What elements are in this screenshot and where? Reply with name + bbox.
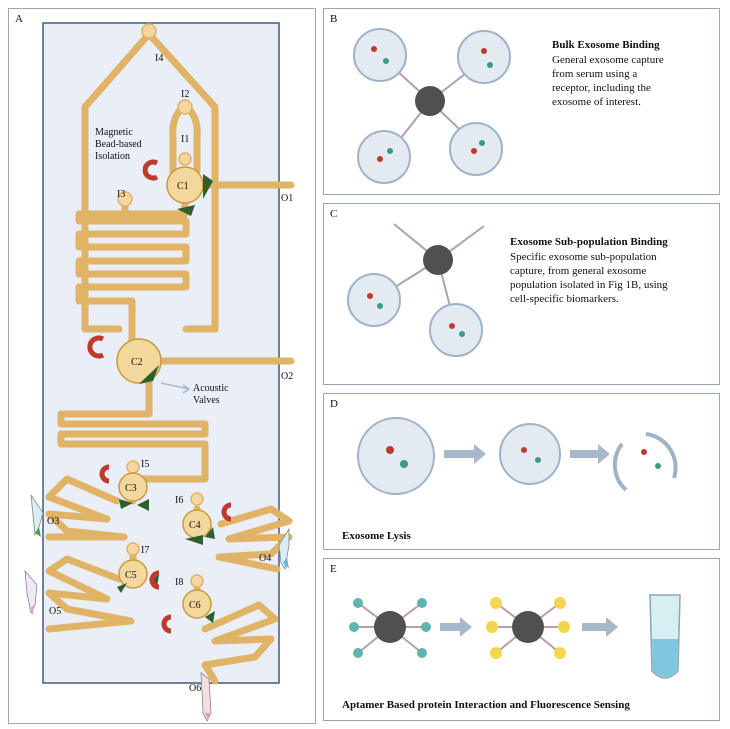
- acoustic-line-1: Acoustic: [193, 383, 229, 394]
- bulk-binding-illustration: [353, 28, 511, 184]
- lysis-illustration: [357, 417, 678, 495]
- label-o3: O3: [47, 516, 59, 527]
- partially-lysed-exosome: [499, 423, 561, 485]
- label-i7: I7: [141, 545, 149, 556]
- bead-2: [512, 611, 544, 643]
- panel-c-label: C: [330, 208, 338, 220]
- panel-b-line-4: exosome of interest.: [552, 96, 641, 108]
- cargo-dots-green: [377, 303, 465, 337]
- label-i1: I1: [181, 134, 189, 145]
- exosomes: [347, 273, 483, 357]
- tube-liquid: [652, 639, 678, 677]
- panel-c-line-1: Specific exosome sub-population: [510, 251, 657, 263]
- magnetic-line-3: Isolation: [95, 151, 130, 162]
- label-o5: O5: [49, 606, 61, 617]
- panel-b-label: B: [330, 13, 338, 25]
- label-c1: C1: [177, 181, 189, 192]
- panel-a: A: [8, 8, 316, 724]
- panel-e: E Aptamer Based protein Interaction and …: [323, 558, 720, 721]
- panel-b-line-2: from serum using a: [552, 68, 638, 80]
- label-o2: O2: [281, 371, 293, 382]
- chambers: [116, 166, 212, 619]
- cargo-dots-green: [400, 457, 661, 469]
- magnetic-bead: [423, 245, 453, 275]
- panel-b-line-3: receptor, including the: [552, 82, 651, 94]
- label-i6: I6: [175, 495, 183, 506]
- panel-d-label: D: [330, 398, 338, 410]
- cargo-dots-green: [383, 58, 493, 154]
- panel-b: B Bulk Exosome Binding General exosome c…: [323, 8, 720, 195]
- acoustic-line-2: Valves: [193, 395, 220, 406]
- panel-b-title: Bulk Exosome Binding: [552, 39, 660, 51]
- subpopulation-binding-illustration: [347, 223, 485, 357]
- magnetic-line-1: Magnetic: [95, 127, 133, 138]
- label-c6: C6: [189, 600, 201, 611]
- label-c4: C4: [189, 520, 201, 531]
- panel-c-title: Exosome Sub-population Binding: [510, 236, 668, 248]
- lysed-membrane-2: [612, 442, 628, 492]
- aptamers: [349, 598, 431, 658]
- aptamer-sensing-illustration: [349, 594, 681, 679]
- cargo-dots: [371, 46, 487, 162]
- process-arrows: [440, 617, 618, 637]
- panel-a-label: A: [15, 13, 23, 25]
- inlet-reservoirs: [117, 23, 204, 588]
- lysed-membrane: [645, 432, 678, 479]
- intact-exosome: [357, 417, 435, 495]
- process-arrows: [444, 444, 610, 464]
- label-c2: C2: [131, 357, 143, 368]
- label-o4: O4: [259, 553, 271, 564]
- label-c3: C3: [125, 483, 137, 494]
- magnetic-bead: [415, 86, 445, 116]
- label-o6: O6: [189, 683, 201, 694]
- label-i4: I4: [155, 53, 163, 64]
- panel-d-caption: Exosome Lysis: [342, 530, 411, 542]
- panel-d: D Exosome Lysis: [323, 393, 720, 550]
- magnetic-line-2: Bead-based: [95, 139, 142, 150]
- label-i3: I3: [117, 189, 125, 200]
- panel-e-caption: Aptamer Based protein Interaction and Fl…: [342, 699, 630, 711]
- magnets: [87, 159, 232, 634]
- label-i8: I8: [175, 577, 183, 588]
- label-c5: C5: [125, 570, 137, 581]
- acoustic-arrow: [160, 382, 191, 394]
- fluorescent-proteins: [486, 597, 570, 659]
- panel-c: C Exosome Sub-population Binding Specifi…: [323, 203, 720, 385]
- cargo-dots: [386, 446, 647, 455]
- chip-labels: I4 I2 I1 I3 I5 I6 I7 I8 C1 C2 C3 C4 C5 C…: [47, 53, 293, 694]
- label-i5: I5: [141, 459, 149, 470]
- cargo-dots: [367, 293, 455, 329]
- panel-c-line-3: population isolated in Fig 1B, using: [510, 279, 668, 291]
- panel-c-line-4: cell-specific biomarkers.: [510, 293, 619, 305]
- microfluidic-chip-diagram: I4 I2 I1 I3 I5 I6 I7 I8 C1 C2 C3 C4 C5 C…: [24, 22, 295, 722]
- panel-e-label: E: [330, 563, 337, 575]
- label-o1: O1: [281, 193, 293, 204]
- bead-1: [374, 611, 406, 643]
- panel-c-line-2: capture, from general exosome: [510, 265, 647, 277]
- panel-b-line-1: General exosome capture: [552, 54, 664, 66]
- outlet-tubes: [24, 494, 290, 722]
- label-i2: I2: [181, 89, 189, 100]
